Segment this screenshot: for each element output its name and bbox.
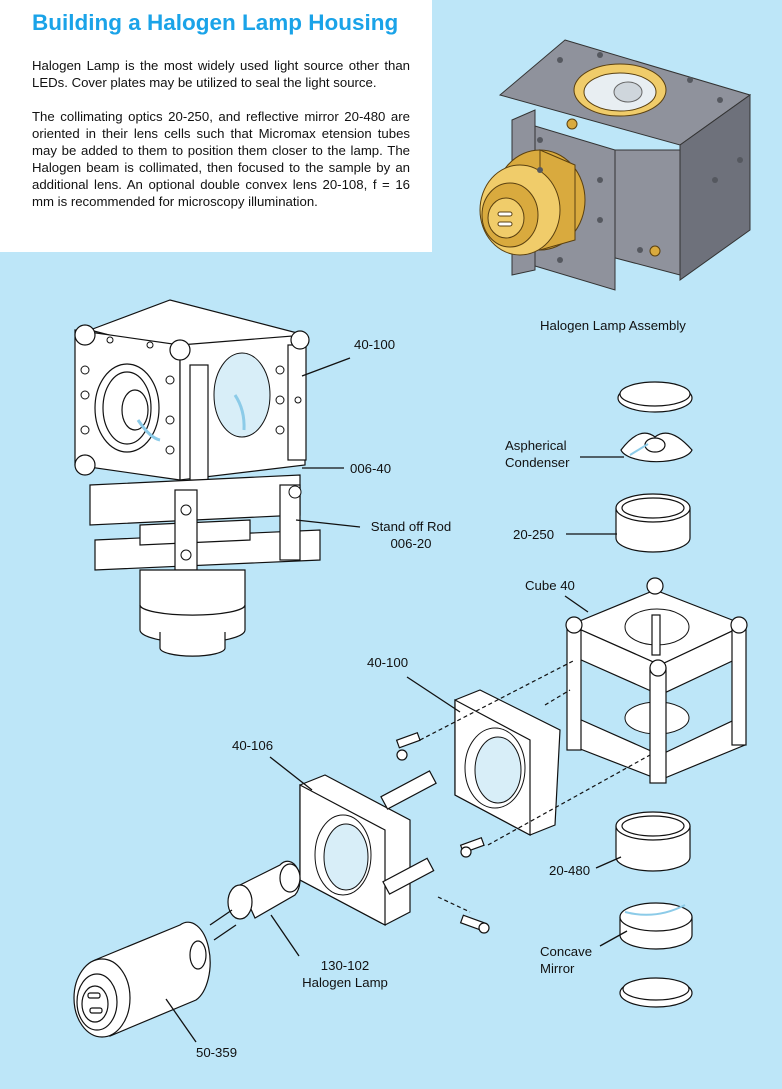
intro-paragraph-2: The collimating optics 20-250, and refle…: [32, 109, 410, 209]
intro-paragraph-1: Halogen Lamp is the most widely used lig…: [32, 58, 410, 90]
label-40-100-assembled: 40-100: [354, 337, 396, 352]
label-20-250: 20-250: [513, 527, 555, 542]
exploded-view-drawing: [73, 381, 748, 1038]
exploded-leader-lines: [165, 456, 628, 1043]
label-mirror-line2: Mirror: [540, 961, 575, 976]
label-standoff-rod-name: Stand off Rod: [370, 519, 452, 534]
label-halogen-lamp-part: 130-102: [320, 958, 370, 973]
label-standoff-rod: Stand off Rod 006-20: [362, 518, 460, 552]
label-006-40: 006-40: [350, 461, 392, 476]
assembled-view-drawing: [74, 299, 321, 657]
rendered-assembly-image: [479, 39, 752, 291]
label-40-106: 40-106: [232, 738, 274, 753]
intro-panel: Building a Halogen Lamp Housing Halogen …: [0, 0, 432, 252]
label-halogen-lamp: 130-102 Halogen Lamp: [293, 957, 397, 991]
label-condenser-line1: Aspherical: [505, 438, 567, 453]
label-aspherical-condenser: Aspherical Condenser: [505, 437, 570, 471]
label-condenser-line2: Condenser: [505, 455, 570, 470]
label-50-359: 50-359: [196, 1045, 238, 1060]
label-cube-40: Cube 40: [525, 578, 575, 593]
label-mirror-line1: Concave: [540, 944, 593, 959]
label-concave-mirror: Concave Mirror: [540, 943, 592, 977]
label-40-100-exploded: 40-100: [367, 655, 409, 670]
assembled-leader-lines: [295, 357, 361, 528]
page-title: Building a Halogen Lamp Housing: [32, 10, 399, 35]
label-20-480: 20-480: [549, 863, 591, 878]
exploded-view-title: Halogen Lamp Assembly: [540, 318, 686, 333]
label-halogen-lamp-name: Halogen Lamp: [302, 975, 388, 990]
label-standoff-rod-part: 006-20: [390, 536, 432, 551]
